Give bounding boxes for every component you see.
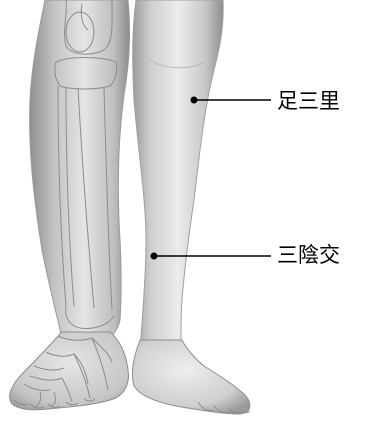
left-leg xyxy=(10,0,130,410)
zusanli-label: 足三里 xyxy=(277,91,340,112)
zusanli-point xyxy=(191,97,198,104)
right-leg xyxy=(132,0,250,414)
sanyinjiao-label: 三陰交 xyxy=(277,245,340,266)
sanyinjiao-point xyxy=(151,253,158,260)
